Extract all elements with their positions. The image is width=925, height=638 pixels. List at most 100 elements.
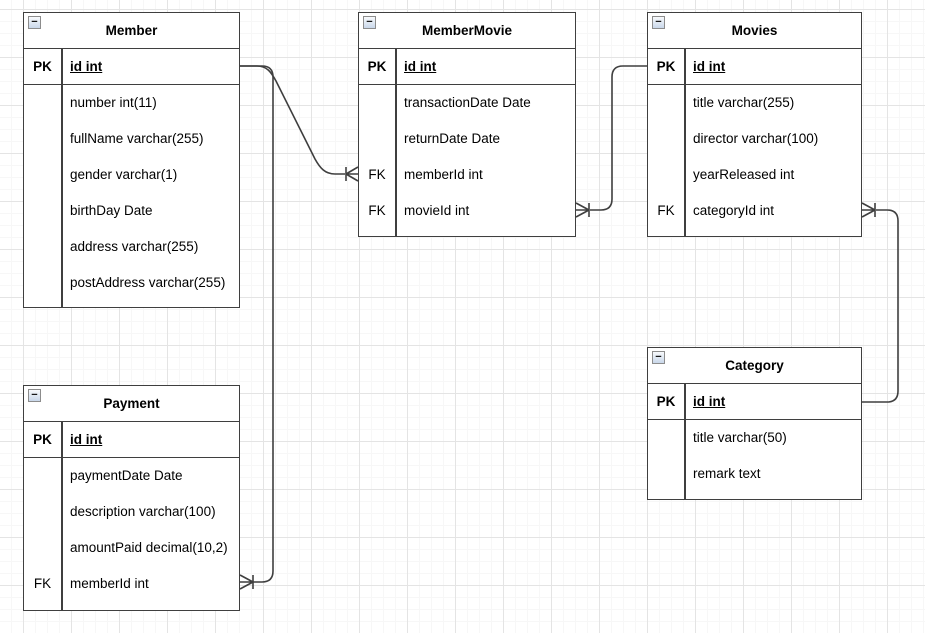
entity-title: Movies: [731, 22, 778, 38]
entity-title: Member: [105, 22, 158, 38]
row-key: PK: [656, 393, 676, 409]
row-field: id int: [693, 393, 726, 409]
row-field: categoryId int: [693, 203, 775, 218]
row-key: [24, 530, 61, 566]
row-field: transactionDate Date: [404, 95, 531, 110]
collapse-icon[interactable]: −: [652, 351, 665, 364]
row-key: [648, 85, 684, 121]
row-key: FK: [368, 203, 386, 218]
pk-row[interactable]: PK id int: [648, 49, 861, 85]
row-key: [359, 85, 395, 121]
collapse-icon[interactable]: −: [28, 16, 41, 29]
row-key: [24, 494, 61, 530]
table-row[interactable]: transactionDate Date: [359, 85, 575, 121]
row-field: movieId int: [404, 203, 470, 218]
entity-table-payment[interactable]: − Payment PK id int paymentDate Date des…: [23, 385, 240, 611]
row-key: [359, 121, 395, 157]
row-key: [648, 121, 684, 157]
row-field: remark text: [693, 466, 761, 481]
entity-table-member[interactable]: − Member PK id int number int(11) fullNa…: [23, 12, 240, 308]
pk-row[interactable]: PK id int: [24, 49, 239, 85]
column-divider: [684, 48, 686, 236]
table-row[interactable]: paymentDate Date: [24, 458, 239, 494]
entity-header: − MemberMovie: [359, 13, 575, 49]
row-field: gender varchar(1): [70, 167, 178, 182]
column-divider: [61, 421, 63, 610]
row-field: fullName varchar(255): [70, 131, 204, 146]
row-field: amountPaid decimal(10,2): [70, 540, 228, 555]
row-field: address varchar(255): [70, 239, 199, 254]
row-key: [24, 157, 61, 193]
entity-header: − Payment: [24, 386, 239, 422]
row-key: FK: [33, 576, 52, 591]
table-row[interactable]: remark text: [648, 456, 861, 492]
entity-header: − Movies: [648, 13, 861, 49]
row-field: title varchar(255): [693, 95, 795, 110]
row-field: id int: [693, 58, 726, 74]
row-key: [24, 85, 61, 121]
entity-header: − Category: [648, 348, 861, 384]
row-key: PK: [33, 58, 52, 74]
table-row[interactable]: fullName varchar(255): [24, 121, 239, 157]
table-row[interactable]: title varchar(255): [648, 85, 861, 121]
table-row[interactable]: FK movieId int: [359, 193, 575, 229]
table-row[interactable]: FK memberId int: [359, 157, 575, 193]
pk-row[interactable]: PK id int: [24, 422, 239, 458]
row-field: memberId int: [404, 167, 483, 182]
row-field: memberId int: [70, 576, 149, 591]
table-row[interactable]: birthDay Date: [24, 193, 239, 229]
row-key: FK: [368, 167, 386, 182]
row-field: id int: [404, 58, 437, 74]
row-field: number int(11): [70, 95, 157, 110]
table-row[interactable]: number int(11): [24, 85, 239, 121]
row-key: PK: [367, 58, 387, 74]
row-field: returnDate Date: [404, 131, 501, 146]
table-row[interactable]: gender varchar(1): [24, 157, 239, 193]
row-field: description varchar(100): [70, 504, 216, 519]
row-key: [24, 229, 61, 265]
entity-table-movies[interactable]: − Movies PK id int title varchar(255) di…: [647, 12, 862, 237]
table-row[interactable]: director varchar(100): [648, 121, 861, 157]
table-row[interactable]: FK memberId int: [24, 566, 239, 602]
column-divider: [61, 48, 63, 307]
row-field: director varchar(100): [693, 131, 819, 146]
table-row[interactable]: FK categoryId int: [648, 193, 861, 229]
row-field: id int: [70, 431, 103, 447]
collapse-icon[interactable]: −: [28, 389, 41, 402]
table-row[interactable]: title varchar(50): [648, 420, 861, 456]
row-field: yearReleased int: [693, 167, 795, 182]
entity-title: MemberMovie: [421, 22, 513, 38]
collapse-icon[interactable]: −: [363, 16, 376, 29]
row-field: title varchar(50): [693, 430, 787, 445]
table-row[interactable]: description varchar(100): [24, 494, 239, 530]
column-divider: [395, 48, 397, 236]
pk-row[interactable]: PK id int: [648, 384, 861, 420]
row-key: [648, 157, 684, 193]
entity-table-membermovie[interactable]: − MemberMovie PK id int transactionDate …: [358, 12, 576, 237]
entity-table-category[interactable]: − Category PK id int title varchar(50) r…: [647, 347, 862, 500]
entity-title: Category: [725, 357, 784, 373]
row-field: id int: [70, 58, 103, 74]
collapse-icon[interactable]: −: [652, 16, 665, 29]
row-field: paymentDate Date: [70, 468, 183, 483]
entity-title: Payment: [103, 395, 160, 411]
row-key: [648, 456, 684, 492]
table-row[interactable]: yearReleased int: [648, 157, 861, 193]
row-key: [24, 193, 61, 229]
row-key: [24, 265, 61, 301]
column-divider: [684, 383, 686, 499]
table-row[interactable]: amountPaid decimal(10,2): [24, 530, 239, 566]
row-key: PK: [656, 58, 676, 74]
row-field: birthDay Date: [70, 203, 153, 218]
table-row[interactable]: returnDate Date: [359, 121, 575, 157]
row-key: [24, 458, 61, 494]
row-field: postAddress varchar(255): [70, 275, 226, 290]
row-key: [648, 420, 684, 456]
table-row[interactable]: postAddress varchar(255): [24, 265, 239, 301]
row-key: [24, 121, 61, 157]
entity-header: − Member: [24, 13, 239, 49]
pk-row[interactable]: PK id int: [359, 49, 575, 85]
row-key: PK: [33, 431, 52, 447]
table-row[interactable]: address varchar(255): [24, 229, 239, 265]
row-key: FK: [657, 203, 675, 218]
